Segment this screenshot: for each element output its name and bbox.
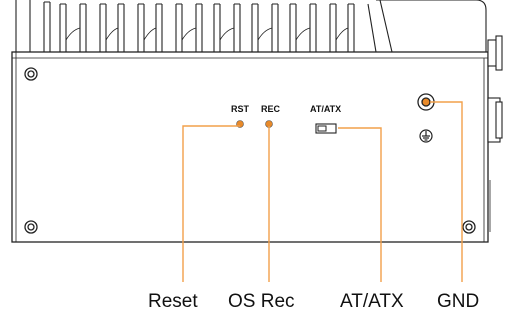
heatsink-fins	[15, 0, 487, 53]
ground-symbol-icon	[419, 129, 433, 143]
screw-icon	[24, 220, 38, 234]
reset-callout-label: Reset	[148, 291, 198, 312]
screw-icon	[24, 67, 38, 81]
ground-screw-icon	[417, 93, 435, 111]
gnd-callout-label: GND	[437, 291, 479, 312]
rst-panel-label: RST	[231, 104, 250, 114]
atatx-callout-label: AT/ATX	[340, 291, 404, 312]
callout-lines	[182, 101, 463, 282]
rec-panel-label: REC	[261, 104, 281, 114]
atatx-panel-label: AT/ATX	[310, 104, 341, 114]
chassis-body	[11, 51, 489, 243]
atatx-callout-line	[338, 127, 382, 282]
screw-icon	[462, 220, 476, 234]
at-atx-switch[interactable]	[315, 123, 337, 134]
os-rec-callout-label: OS Rec	[228, 291, 295, 312]
reset-callout-line	[182, 125, 240, 282]
side-connectors	[487, 35, 503, 232]
gnd-callout-line	[430, 101, 463, 282]
